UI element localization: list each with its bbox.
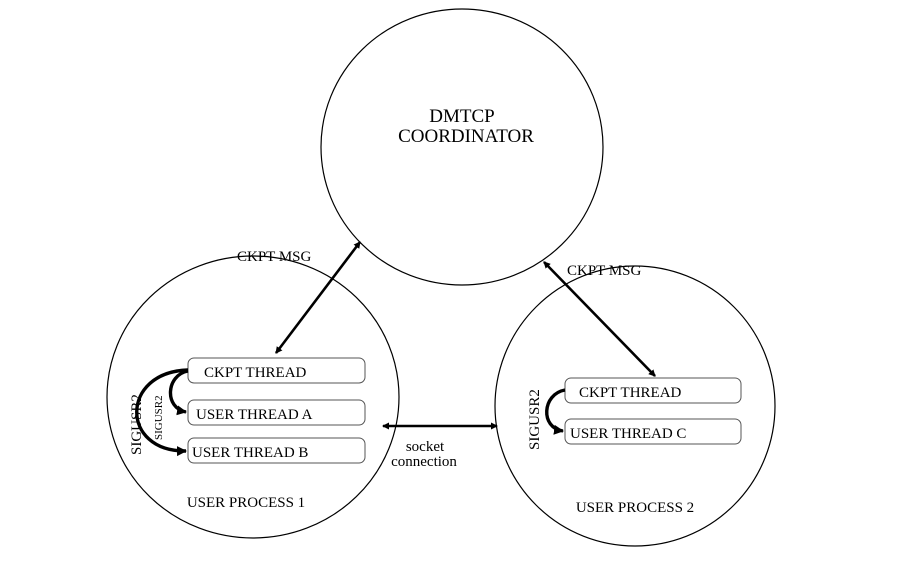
coordinator: DMTCP COORDINATOR (320, 8, 604, 286)
sigusr2-outer-label: SIGUSR2 (129, 394, 145, 455)
user-process-1-label: USER PROCESS 1 (187, 495, 305, 511)
ckpt-msg-label-left: CKPT MSG (237, 249, 312, 265)
user-process-1-circle (106, 255, 400, 539)
sigusr2-arrow-to-thread-c (545, 388, 566, 435)
connections: CKPT MSG CKPT MSG socket connection (237, 241, 656, 470)
user-thread-a-label: USER THREAD A (196, 407, 313, 423)
coordinator-title-line1: DMTCP (429, 106, 494, 127)
sigusr2-inner-label: SIGUSR2 (153, 395, 165, 440)
ckpt-thread-label-1: CKPT THREAD (204, 365, 307, 381)
ckpt-msg-arrow-right (543, 261, 656, 377)
user-thread-c-label: USER THREAD C (570, 426, 686, 442)
user-process-2-label: USER PROCESS 2 (576, 500, 694, 516)
socket-label-line1: socket (406, 439, 445, 455)
user-thread-c-box (564, 418, 742, 445)
user-process-1: CKPT THREAD USER THREAD A USER THREAD B … (106, 255, 400, 539)
user-process-2: CKPT THREAD USER THREAD C SIGUSR2 USER P… (494, 265, 776, 547)
ckpt-thread-label-2: CKPT THREAD (579, 385, 682, 401)
socket-label-line2: connection (391, 454, 457, 470)
user-thread-b-box (187, 437, 366, 464)
sigusr2-arrow-to-thread-b (135, 368, 189, 457)
ckpt-msg-label-right: CKPT MSG (567, 263, 642, 279)
coordinator-title-line2: COORDINATOR (398, 126, 534, 147)
ckpt-msg-arrow-left (274, 241, 362, 354)
coordinator-circle (320, 8, 604, 286)
sigusr2-arrow-to-thread-a (168, 369, 189, 416)
user-thread-b-label: USER THREAD B (192, 445, 308, 461)
user-thread-a-box (187, 399, 366, 426)
sigusr2-label-process-2: SIGUSR2 (527, 389, 543, 450)
